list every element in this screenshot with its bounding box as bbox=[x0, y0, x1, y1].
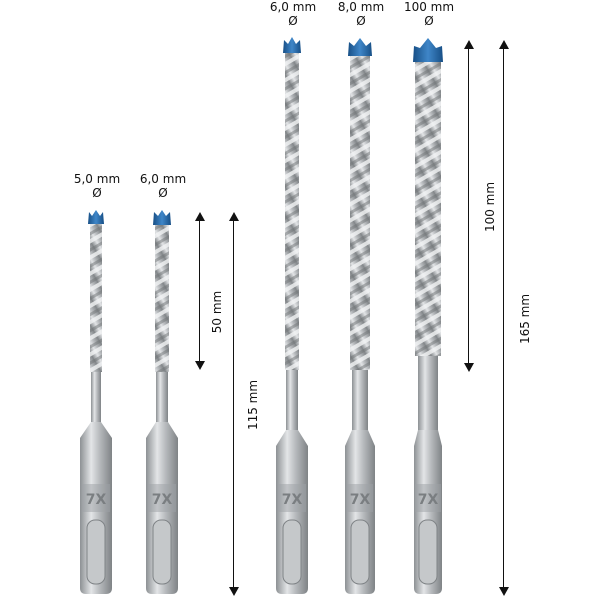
diameter-value: 6,0 mm bbox=[269, 0, 317, 14]
dimension-arrow-100mm bbox=[463, 40, 475, 372]
drill-bit-10mm: 7X bbox=[413, 38, 443, 594]
dimension-label-50mm: 50 mm bbox=[210, 290, 225, 334]
dimension-arrow-165mm bbox=[498, 40, 510, 596]
diameter-value: 100 mm bbox=[403, 0, 455, 14]
diameter-value: 8,0 mm bbox=[337, 0, 385, 14]
diameter-label-bit-2: 6,0 mm Ø bbox=[128, 172, 198, 200]
drill-bit-5mm: 7X bbox=[80, 210, 112, 594]
dimension-label-165mm: 165 mm bbox=[518, 293, 533, 345]
diameter-label-bit-5: 100 mm Ø bbox=[394, 0, 464, 28]
arrowhead-down-icon bbox=[499, 587, 509, 596]
drill-bit-8mm: 7X bbox=[345, 38, 375, 594]
diameter-value: 6,0 mm bbox=[139, 172, 187, 186]
arrowhead-down-icon bbox=[229, 587, 239, 596]
diameter-symbol: Ø bbox=[158, 186, 168, 200]
dimension-label-115mm: 115 mm bbox=[246, 379, 261, 431]
arrowhead-up-icon bbox=[464, 40, 474, 49]
arrowhead-down-icon bbox=[195, 361, 205, 370]
diameter-label-bit-1: 5,0 mm Ø bbox=[62, 172, 132, 200]
shank-mark-7x: 7X bbox=[152, 492, 173, 508]
dimension-label-100mm: 100 mm bbox=[483, 181, 498, 233]
dimension-arrow-115mm bbox=[228, 212, 240, 596]
shank-mark-7x: 7X bbox=[418, 492, 439, 508]
arrowhead-up-icon bbox=[499, 40, 509, 49]
diameter-value: 5,0 mm bbox=[73, 172, 121, 186]
arrowhead-down-icon bbox=[464, 363, 474, 372]
diameter-symbol: Ø bbox=[288, 14, 298, 28]
diameter-symbol: Ø bbox=[424, 14, 434, 28]
drill-bit-6mm-short: 7X bbox=[146, 210, 178, 594]
dimension-arrow-50mm bbox=[194, 212, 206, 370]
drill-bit-6mm-long: 7X bbox=[276, 37, 308, 594]
arrowhead-up-icon bbox=[229, 212, 239, 221]
diameter-symbol: Ø bbox=[92, 186, 102, 200]
shank-mark-7x: 7X bbox=[86, 492, 107, 508]
shank-mark-7x: 7X bbox=[350, 492, 371, 508]
diameter-symbol: Ø bbox=[356, 14, 366, 28]
diameter-label-bit-3: 6,0 mm Ø bbox=[258, 0, 328, 28]
shank-mark-7x: 7X bbox=[282, 492, 303, 508]
diameter-label-bit-4: 8,0 mm Ø bbox=[326, 0, 396, 28]
arrowhead-up-icon bbox=[195, 212, 205, 221]
